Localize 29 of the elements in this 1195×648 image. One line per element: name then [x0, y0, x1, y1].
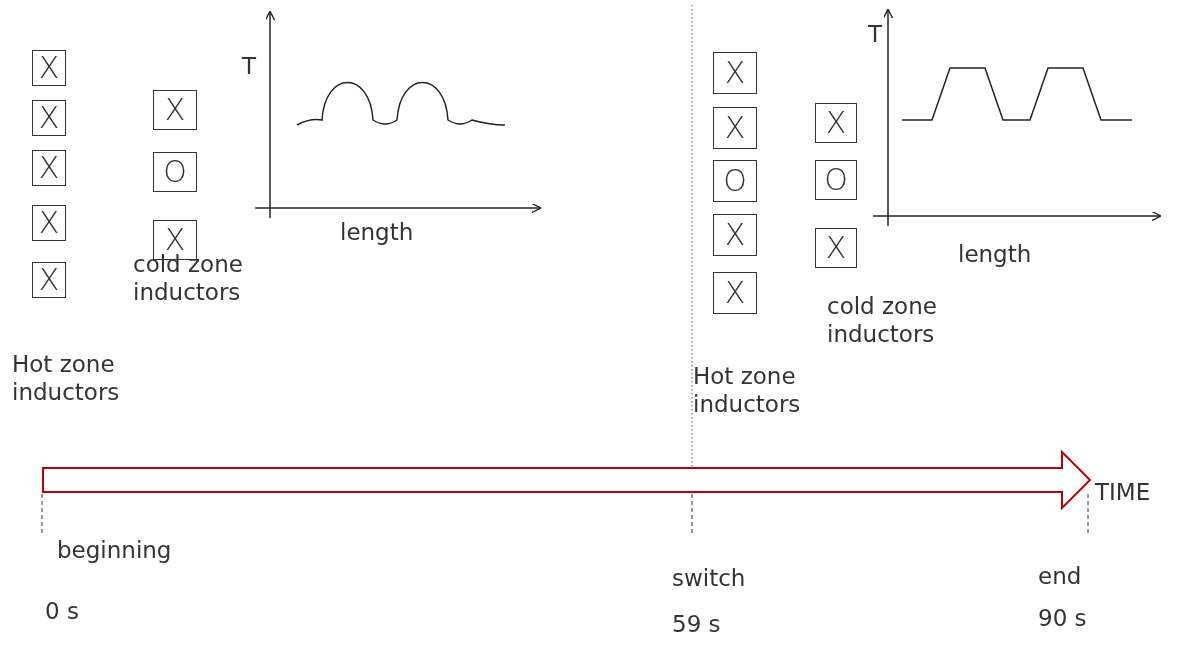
inductor-box: X: [153, 90, 197, 130]
inductor-box: X: [32, 50, 66, 86]
inductor-box: X: [713, 214, 757, 256]
inductor-box: O: [713, 160, 757, 202]
axis-label: T: [242, 52, 258, 80]
inductor-box: X: [815, 228, 857, 268]
inductor-box: X: [713, 52, 757, 94]
axis-label: T: [868, 20, 884, 48]
caption: Hot zone inductors: [12, 350, 121, 406]
axis-label: length: [340, 218, 415, 246]
caption: cold zone inductors: [827, 292, 938, 348]
inductor-box: X: [713, 272, 757, 314]
axis-label: length: [958, 240, 1033, 268]
time-label: switch: [672, 564, 747, 592]
time-value: 0 s: [45, 597, 80, 625]
time-value: 59 s: [672, 610, 722, 638]
time-value: 90 s: [1038, 604, 1088, 632]
time-label: end: [1038, 562, 1083, 590]
axis-label: TIME: [1095, 478, 1152, 506]
caption: Hot zone inductors: [693, 362, 802, 418]
inductor-box: O: [815, 160, 857, 200]
inductor-box: X: [32, 100, 66, 136]
time-label: beginning: [57, 536, 173, 564]
inductor-box: X: [32, 150, 66, 186]
inductor-box: X: [32, 262, 66, 298]
inductor-box: X: [713, 107, 757, 149]
inductor-box: X: [815, 103, 857, 143]
inductor-box: O: [153, 152, 197, 192]
inductor-box: X: [32, 205, 66, 241]
